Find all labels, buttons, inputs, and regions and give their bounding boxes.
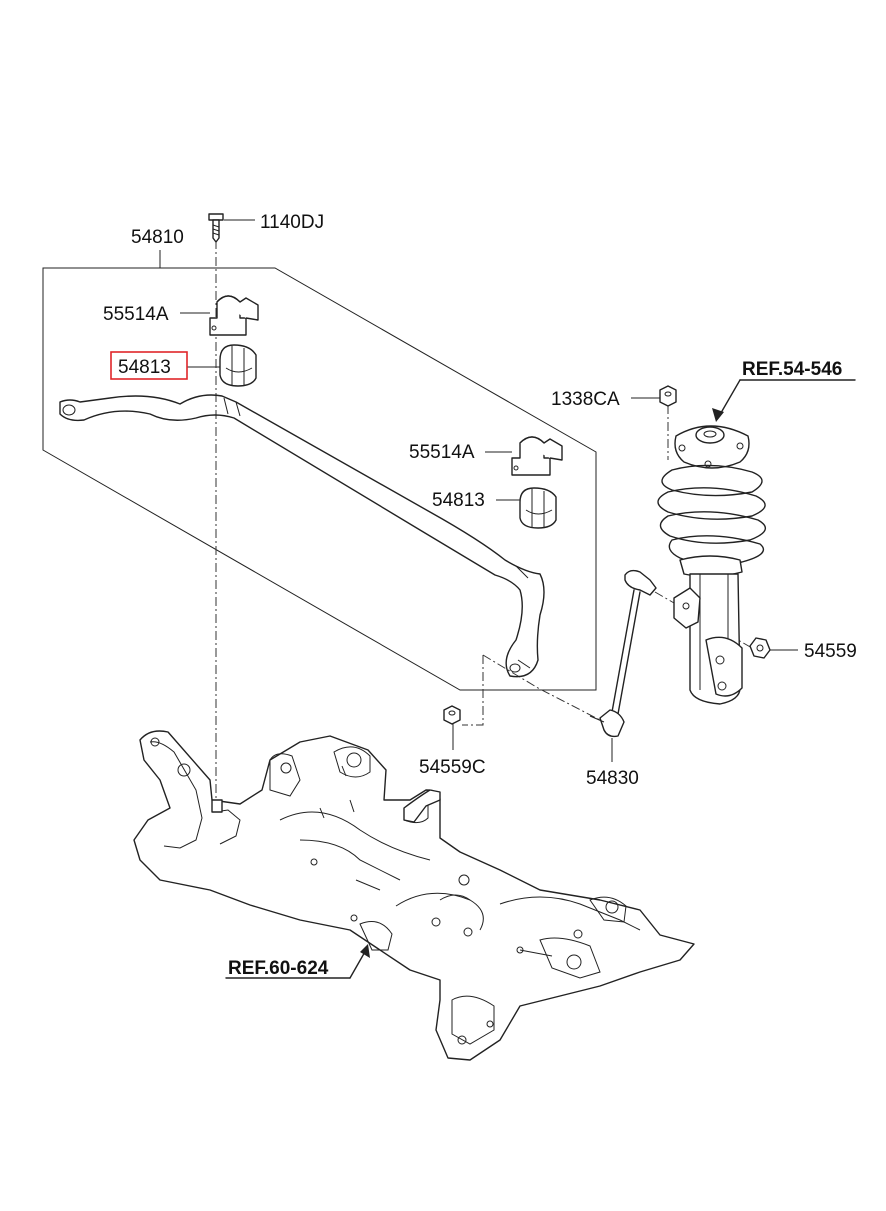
arrow-ref-60-624 xyxy=(349,949,367,979)
label-54559[interactable]: 54559 xyxy=(804,641,857,662)
label-54813-top[interactable]: 54813 xyxy=(118,357,171,378)
label-54813-mid[interactable]: 54813 xyxy=(432,490,485,511)
highlight-box-54813 xyxy=(110,351,188,380)
label-ref-60-624[interactable]: REF.60-624 xyxy=(228,958,329,979)
arrowhead-ref-54-546 xyxy=(712,408,724,422)
arrowhead-ref-60-624 xyxy=(360,944,370,958)
label-ref-54-546[interactable]: REF.54-546 xyxy=(742,359,842,380)
label-55514a-mid[interactable]: 55514A xyxy=(409,442,475,463)
stabilizer-bar-icon xyxy=(59,394,545,678)
label-54559c[interactable]: 54559C xyxy=(419,757,486,778)
stabilizer-link-54830-icon xyxy=(589,569,657,738)
label-1338ca[interactable]: 1338CA xyxy=(551,389,620,410)
bolt-1140dj-icon xyxy=(208,213,224,243)
nut-54559-icon xyxy=(749,637,771,659)
subframe-icon xyxy=(133,730,695,1061)
nut-1338ca-icon xyxy=(659,385,677,407)
bushing-54813-mid-icon xyxy=(519,487,557,529)
label-54830[interactable]: 54830 xyxy=(586,768,639,789)
label-54810[interactable]: 54810 xyxy=(131,227,184,248)
bracket-55514a-top-icon xyxy=(209,295,259,336)
alignment-line-nut xyxy=(462,655,484,726)
bracket-55514a-mid-icon xyxy=(511,436,563,476)
nut-54559c-icon xyxy=(443,705,461,725)
label-55514a-top[interactable]: 55514A xyxy=(103,304,169,325)
alignment-line-link xyxy=(482,654,601,721)
bushing-54813-top-icon xyxy=(219,344,257,387)
label-1140dj[interactable]: 1140DJ xyxy=(260,212,324,233)
strut-assembly-icon xyxy=(657,425,767,705)
assembly-outline xyxy=(42,267,597,691)
